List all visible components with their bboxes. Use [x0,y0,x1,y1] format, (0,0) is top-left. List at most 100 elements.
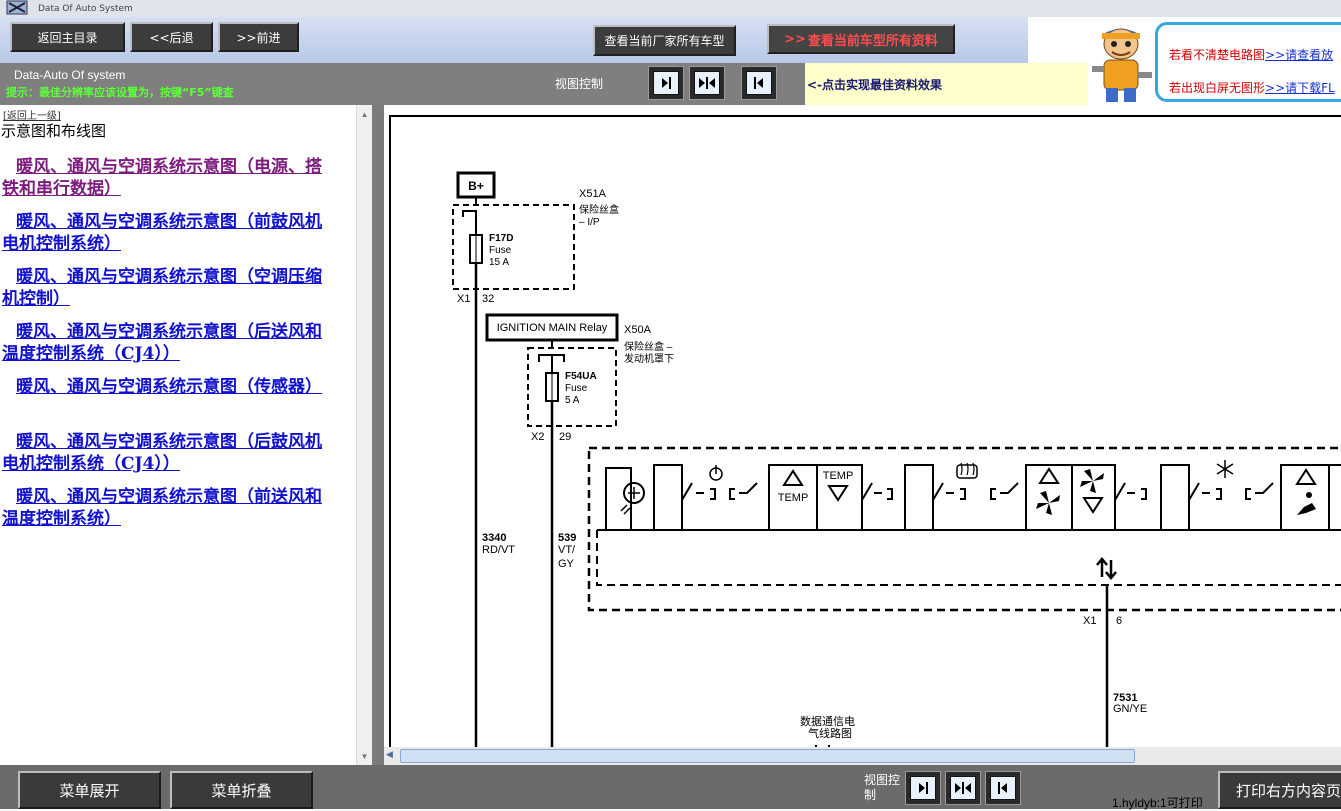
temp-down-icon [827,485,849,502]
menu-collapse-button[interactable]: 菜单折叠 [170,771,313,809]
doc-link-power-ground[interactable]: 暖风、通风与空调系统示意图（电源、搭铁和串行数据） [2,157,322,199]
pane-splitter[interactable] [372,105,384,765]
banner-link-2[interactable]: >>请下载FL [1265,81,1335,95]
banner-line-1-text: 若看不清楚电路图 [1169,48,1266,62]
print-button[interactable]: 打印右方内容页 [1218,771,1341,809]
fan-up-arrow-icon [1038,467,1060,484]
back-button[interactable]: <<后退 [130,22,213,52]
x50a-name: X50A [624,324,652,336]
bottom-view-split-button[interactable] [945,771,981,805]
wire2-color1: VT/ [558,544,576,556]
banner-line-2: 若出现白屏无图形>>请下载FL [1169,79,1335,96]
doc-link-compressor[interactable]: 暖风、通风与空调系统示意图（空调压缩机控制） [2,267,322,309]
view-control-label: 视图控制 [555,77,604,91]
snowflake-icon [1216,460,1234,478]
wire1-number: 3340 [482,532,506,544]
banner-line-1: 若看不清楚电路图>>请查看放 [1169,46,1333,63]
rear-defrost-icon [956,462,978,479]
home-button[interactable]: 返回主目录 [10,22,125,52]
doc-link-sensors[interactable]: 暖风、通风与空调系统示意图（传感器） [16,377,322,397]
diagram-border [389,115,1341,747]
resolution-tip: 提示：最佳分辨率应该设置为，按键“F5”键查 [6,86,234,99]
tree-pane [0,105,356,765]
bottom-view-right-button[interactable] [905,771,941,805]
arrow-right-bar-icon [919,782,928,794]
x1-pin: 32 [482,293,494,305]
data-link-ref-1: 数据通信电 [800,714,855,728]
doc-link-front-air-temp[interactable]: 暖风、通风与空调系统示意图（前送风和温度控制系统） [2,487,322,529]
x50a-desc1: 保险丝盒 – [624,340,673,353]
doc-link-rear-air-temp[interactable]: 暖风、通风与空调系统示意图（后送风和温度控制系统（CJ4）） [2,322,322,364]
all-docs-label: 查看当前车型所有资料 [807,33,938,49]
x51a-name: X51A [579,188,607,200]
arrow-right-bar-icon [662,77,671,89]
banner-frame [1155,22,1341,102]
fan-icon [1036,491,1060,515]
title-bar: Data Of Auto System [0,0,1341,18]
wire3-color: GN/YE [1113,703,1147,715]
back-up-link[interactable]: [返回上一级] [3,111,61,122]
f54ua-rating: 5 A [565,395,580,406]
bottom-view-left-button[interactable] [985,771,1021,805]
bottom-view-control-label: 视图控制 [864,773,901,802]
wire2-color2: GY [558,558,575,570]
arrows-inward-icon [699,77,715,89]
view-right-button[interactable] [648,66,684,100]
app-logo-icon [6,0,28,15]
illumination-icon [623,482,645,504]
banner-link-1[interactable]: >>请查看放 [1265,48,1334,62]
f17d-type: Fuse [489,245,512,256]
system-title: Data-Auto Of system [14,68,126,82]
f17d-name: F17D [489,233,513,244]
temp-up-label: TEMP [778,492,809,504]
hscroll-thumb[interactable] [400,749,1135,763]
bidirectional-data-icon [1096,557,1117,580]
x50a-desc2: 发动机罩下 [624,352,674,365]
f17d-rating: 15 A [489,257,509,268]
seat-airflow-icon [1297,492,1316,515]
x2-label: X2 [531,431,544,443]
hint-text: <-点击实现最佳资料效果 [807,77,943,92]
mode-up-arrow-icon [1295,468,1317,485]
all-models-button[interactable]: 查看当前厂家所有车型 [593,25,736,56]
data-link-ref-2: 气线路图 [808,726,852,740]
f54ua-type: Fuse [565,383,588,394]
scroll-up-icon[interactable]: ▲ [360,109,369,119]
scroll-down-icon[interactable]: ▼ [360,751,369,761]
wire3-number: 7531 [1113,692,1137,704]
x51a-desc1: 保险丝盒 [579,203,619,216]
section-title: 示意图和布线图 [1,122,107,140]
bplus-box [456,171,496,199]
wiring-diagram: B+ F17D Fuse 15 A X51A 保险丝盒 – I/P X1 32 … [389,115,1341,747]
x1-label: X1 [457,293,470,305]
f54ua-name: F54UA [565,371,597,382]
fan-down-arrow-icon [1082,497,1104,514]
wiring-diagram-pane: B+ F17D Fuse 15 A X51A 保险丝盒 – I/P X1 32 … [384,105,1341,747]
all-docs-button[interactable]: >>查看当前车型所有资料 [767,24,955,54]
view-split-button[interactable] [689,66,725,100]
arrow-left-bar-icon [998,782,1007,794]
fusebox-x51a [452,204,575,290]
app-subtitle: Data Of Auto System [38,4,133,14]
banner-line-2-text: 若出现白屏无图形 [1169,81,1266,95]
x1b-pin: 6 [1116,615,1122,627]
arrow-left-bar-icon [754,77,763,89]
left-scrollbar[interactable]: ▲ ▼ [356,105,372,765]
wire2-number: 539 [558,532,576,544]
x1b-label: X1 [1083,615,1096,627]
doc-link-front-blower[interactable]: 暖风、通风与空调系统示意图（前鼓风机电机控制系统） [2,212,322,254]
relay-name: IGNITION MAIN Relay [497,322,608,334]
temp-down-label: TEMP [823,470,854,482]
menu-expand-button[interactable]: 菜单展开 [18,771,161,809]
fusebox-x50a [527,347,617,427]
view-left-button[interactable] [741,66,777,100]
forward-button[interactable]: >>前进 [218,22,299,52]
doc-link-rear-blower[interactable]: 暖风、通风与空调系统示意图（后鼓风机电机控制系统（CJ4）） [2,432,322,474]
page-status: 1.hyldyb:1可打印 [1112,796,1203,810]
fan-small-icon [1080,469,1104,493]
best-view-hint: <-点击实现最佳资料效果 [805,63,1088,105]
temp-up-icon [782,469,804,486]
wire1-color: RD/VT [482,544,515,556]
scroll-left-icon[interactable]: ◀ [386,749,393,759]
x2-pin: 29 [559,431,571,443]
